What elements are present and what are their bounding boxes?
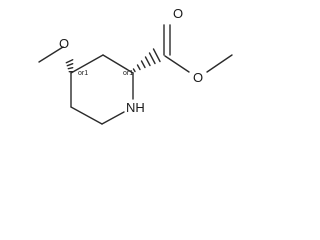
hashed-wedge-bond-c4-o [65, 59, 74, 73]
chemical-structure-diagram: O O O NH or1 or1 [38, 6, 233, 125]
ester-oxygen-label: O [193, 70, 203, 85]
bond-c4-c3 [70, 54, 104, 74]
bond-carbonyl-ester-o [164, 55, 190, 73]
bond-c6-n1 [101, 111, 125, 125]
ring-nitrogen-label: NH [126, 100, 145, 115]
bond-c3-c2 [102, 54, 134, 74]
bond-c5-c6 [70, 106, 103, 125]
bond-o-methyl [38, 46, 64, 63]
carbonyl-oxygen-label: O [173, 6, 183, 21]
stereo-label-c4: or1 [78, 70, 88, 77]
stereo-label-c2: or1 [123, 70, 133, 77]
hashed-wedge-bond-c2-carbonyl [132, 48, 161, 73]
methoxy-oxygen-label: O [59, 36, 69, 51]
bond-ester-o-methyl [206, 54, 233, 73]
